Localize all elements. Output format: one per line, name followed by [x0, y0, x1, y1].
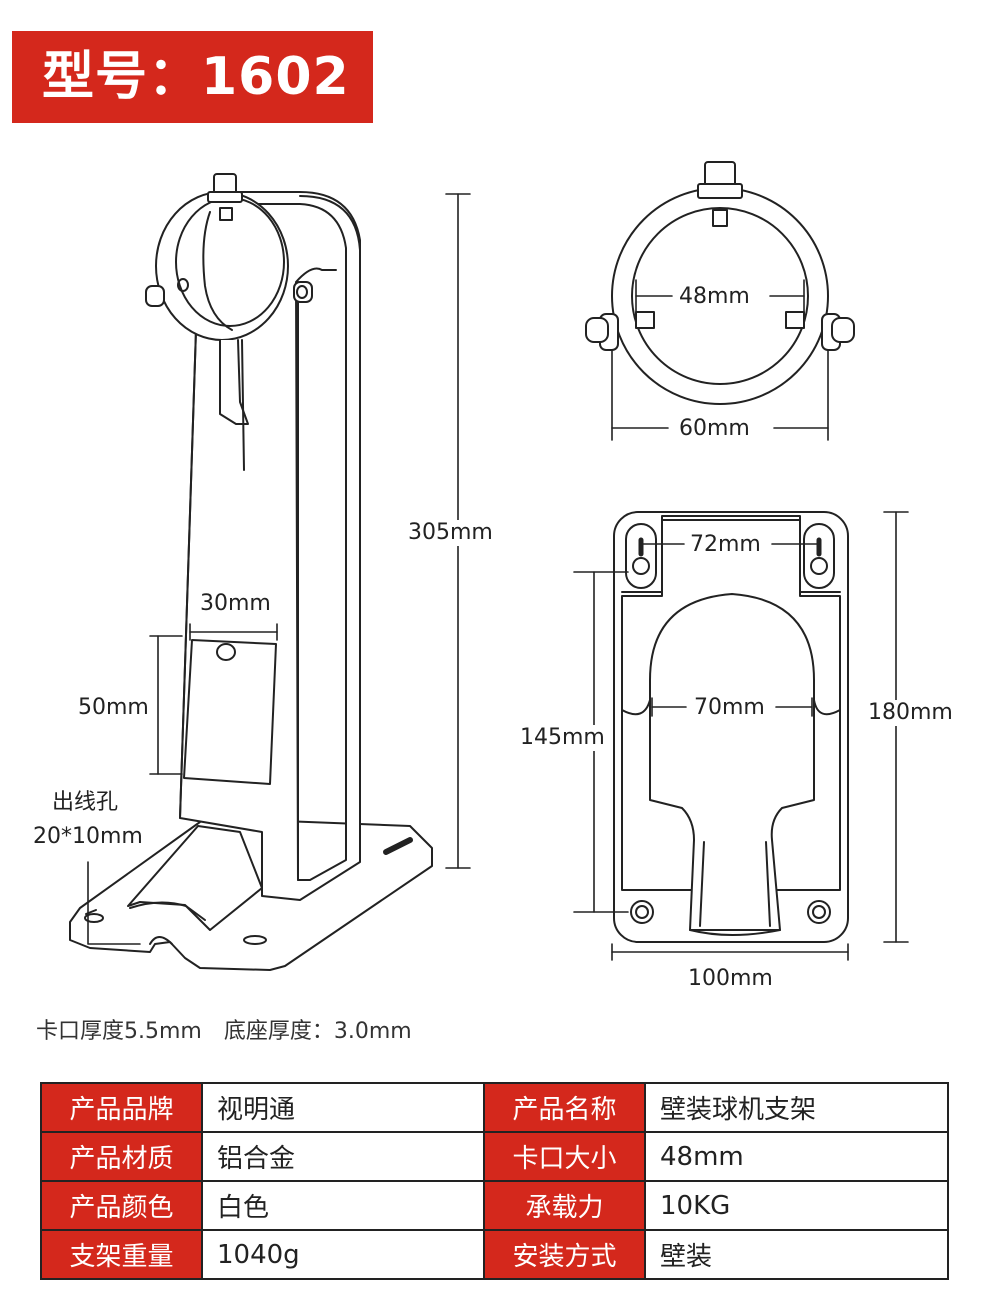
spec-key: 支架重量	[40, 1229, 203, 1280]
dimension-lines-side	[87, 193, 471, 945]
spec-value: 1040g	[201, 1229, 485, 1280]
label-ring-outer: 60mm	[679, 416, 750, 441]
note-clamp-thickness: 卡口厚度5.5mm	[36, 1019, 202, 1044]
dimension-lines-ring	[611, 279, 829, 441]
label-hole-spacing: 145mm	[520, 725, 605, 751]
table-row: 产品品牌 视明通 产品名称 壁装球机支架	[40, 1082, 949, 1133]
label-base-width: 100mm	[688, 966, 773, 991]
label-plate-height: 50mm	[78, 695, 149, 720]
base-plate-view	[613, 511, 849, 943]
spec-table: 产品品牌 视明通 产品名称 壁装球机支架 产品材质 铝合金 卡口大小 48mm …	[40, 1082, 949, 1280]
technical-drawing	[69, 161, 909, 971]
spec-key: 产品颜色	[40, 1180, 203, 1231]
spec-value: 视明通	[201, 1082, 485, 1133]
spec-key: 产品名称	[483, 1082, 646, 1133]
label-cable-hole-title: 出线孔	[52, 790, 119, 815]
label-inner-width: 70mm	[694, 695, 765, 720]
spec-key: 卡口大小	[483, 1131, 646, 1182]
label-height-total: 305mm	[408, 520, 493, 546]
ring-top-view	[585, 161, 855, 405]
table-row: 产品材质 铝合金 卡口大小 48mm	[40, 1131, 949, 1182]
bracket-side-view	[69, 173, 433, 971]
label-slot-spacing: 72mm	[690, 532, 761, 557]
spec-value: 铝合金	[201, 1131, 485, 1182]
spec-key: 产品品牌	[40, 1082, 203, 1133]
spec-value: 48mm	[644, 1131, 949, 1182]
spec-key: 承载力	[483, 1180, 646, 1231]
label-base-height: 180mm	[868, 700, 953, 726]
model-title: 型号：1602	[42, 47, 350, 107]
table-row: 产品颜色 白色 承载力 10KG	[40, 1180, 949, 1231]
note-base-thickness: 底座厚度：3.0mm	[223, 1019, 412, 1044]
spec-key: 安装方式	[483, 1229, 646, 1280]
model-banner: 型号：1602	[12, 31, 373, 123]
thickness-notes: 卡口厚度5.5mm 底座厚度：3.0mm	[36, 1013, 434, 1045]
spec-value: 10KG	[644, 1180, 949, 1231]
spec-value: 壁装	[644, 1229, 949, 1280]
spec-key: 产品材质	[40, 1131, 203, 1182]
label-ring-inner: 48mm	[679, 284, 750, 309]
label-cable-hole-size: 20*10mm	[33, 824, 143, 849]
label-plate-width: 30mm	[200, 591, 271, 616]
spec-value: 白色	[201, 1180, 485, 1231]
table-row: 支架重量 1040g 安装方式 壁装	[40, 1229, 949, 1280]
spec-value: 壁装球机支架	[644, 1082, 949, 1133]
